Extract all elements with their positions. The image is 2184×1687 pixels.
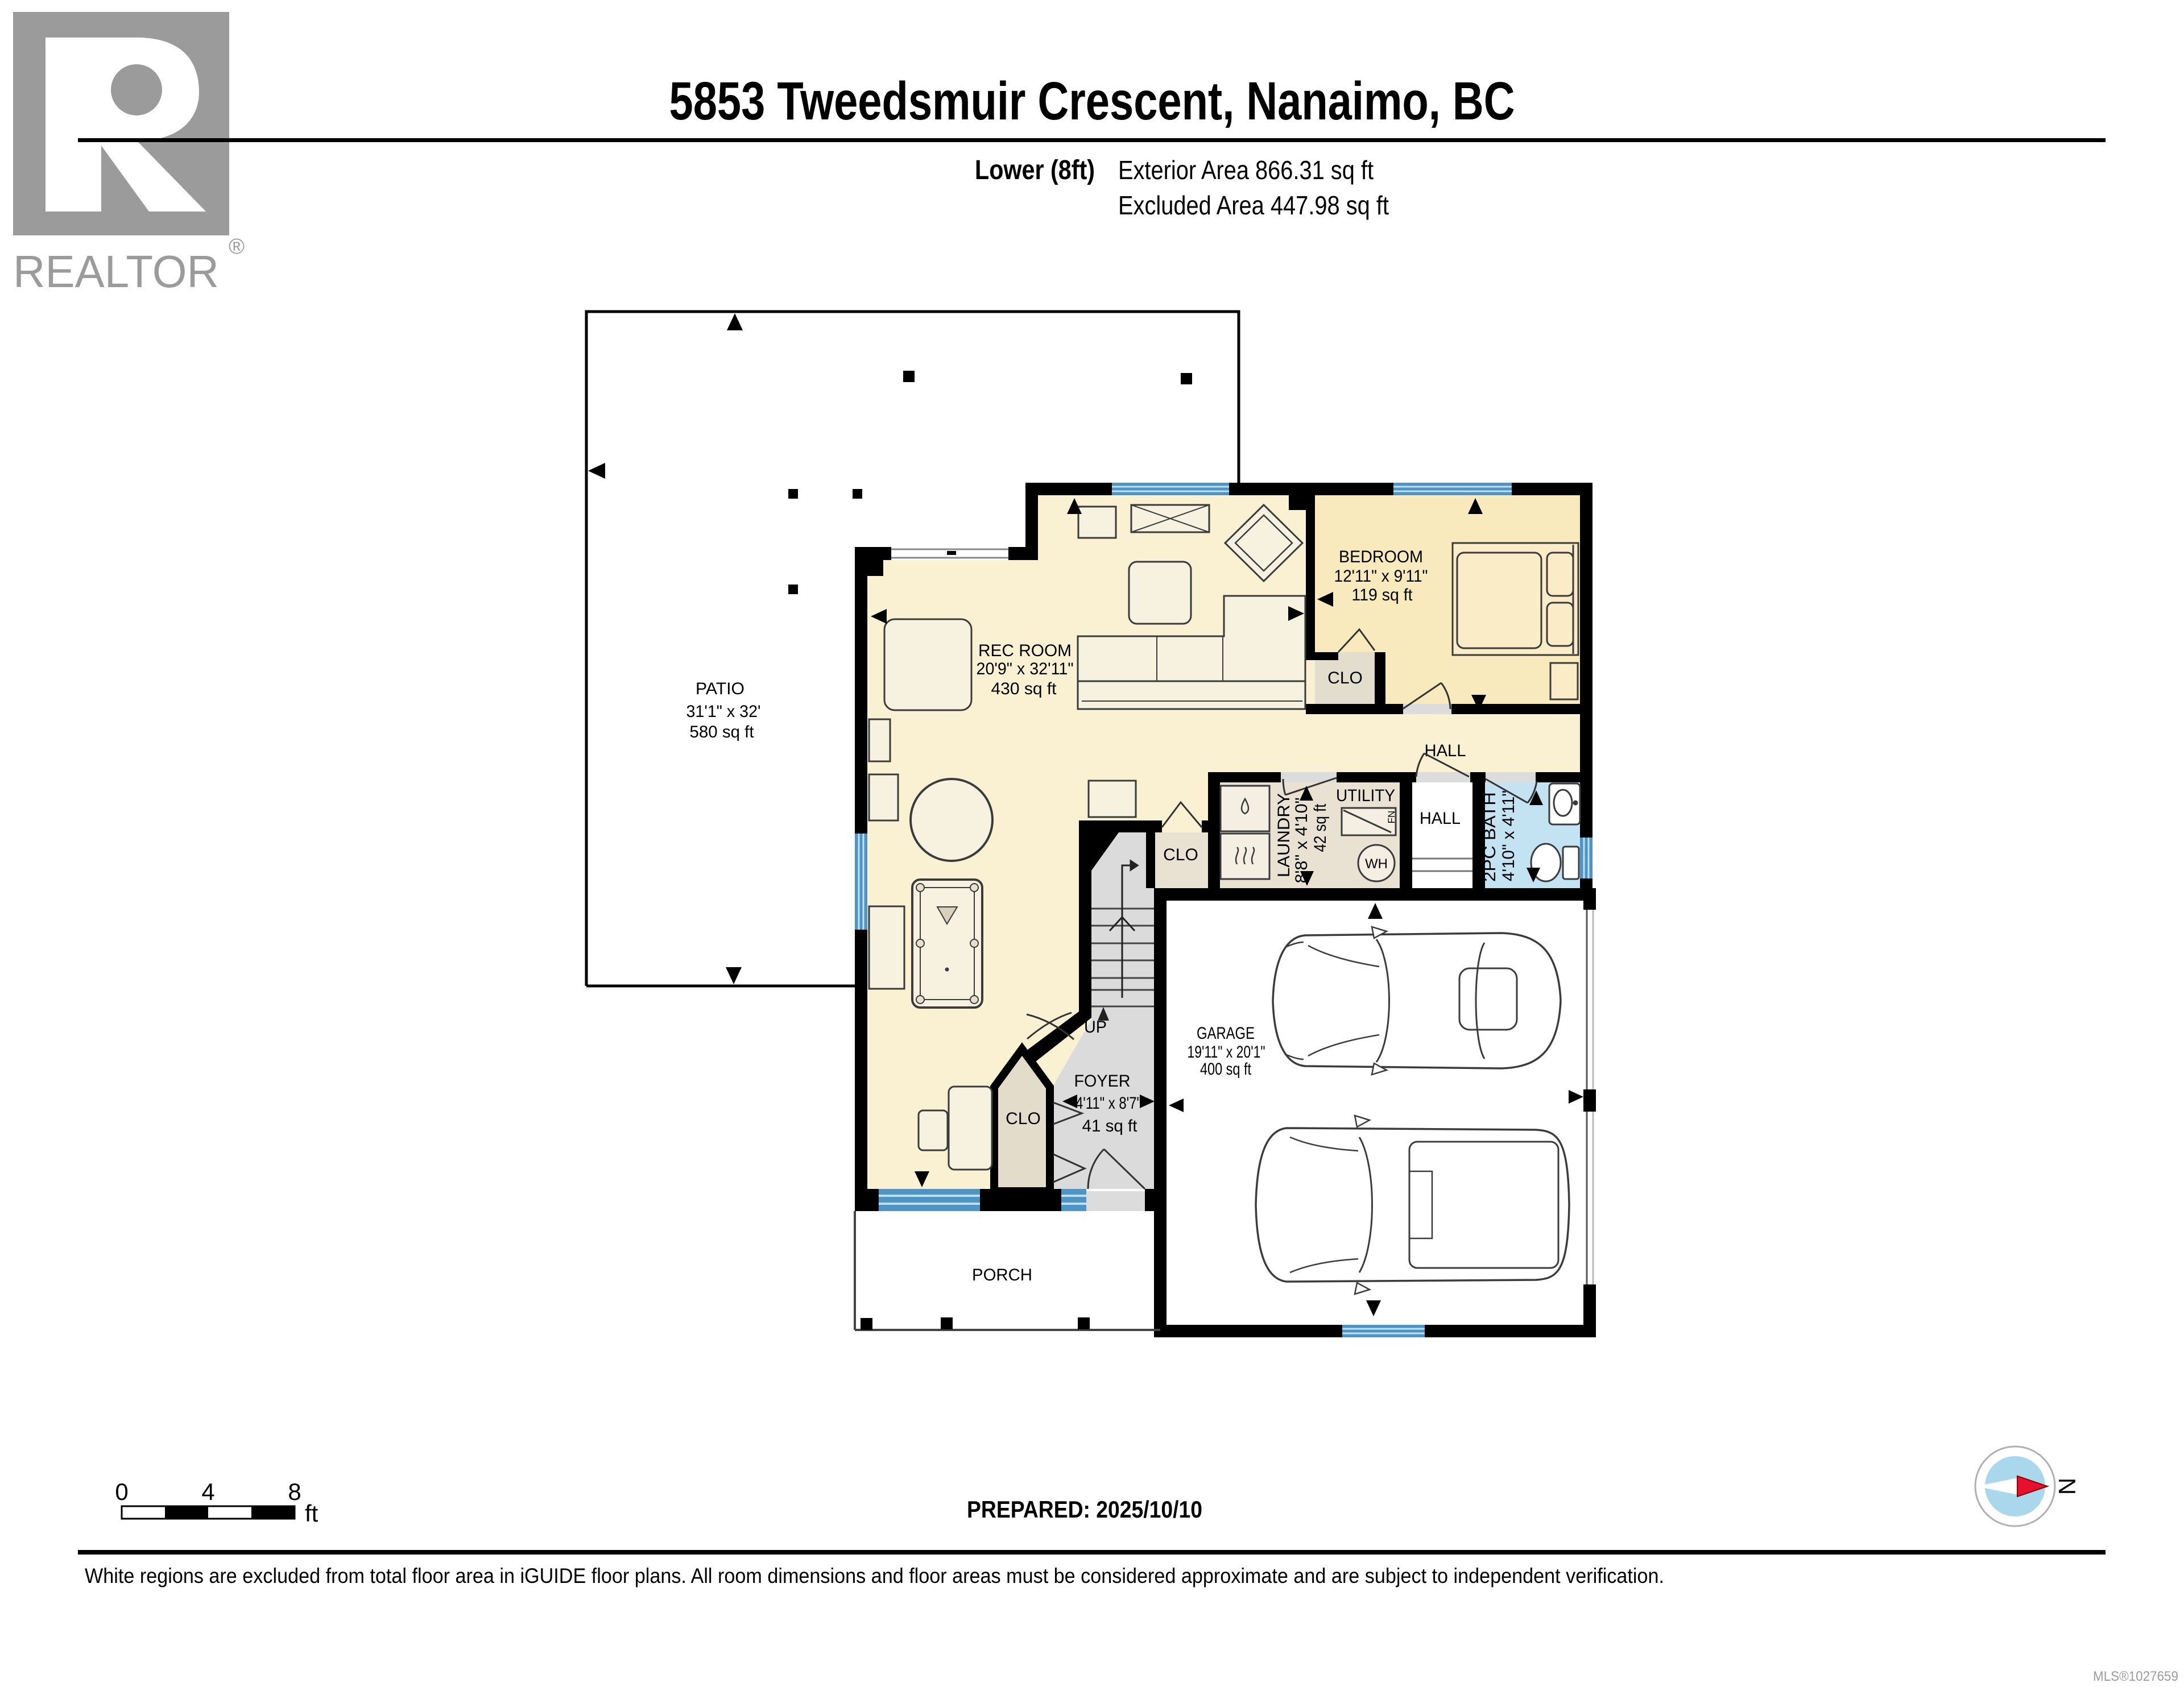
svg-text:20'9" x 32'11": 20'9" x 32'11" [977,660,1074,678]
svg-text:LAUNDRY: LAUNDRY [1275,793,1293,877]
svg-text:5853 Tweedsmuir Crescent, Nana: 5853 Tweedsmuir Crescent, Nanaimo, BC [669,71,1515,131]
svg-text:BEDROOM: BEDROOM [1339,548,1423,566]
svg-text:8: 8 [288,1478,301,1505]
svg-text:®: ® [229,235,245,259]
svg-text:UP: UP [1084,1018,1107,1037]
svg-text:Lower (8ft): Lower (8ft) [975,155,1095,185]
svg-text:N: N [2054,1478,2080,1495]
svg-text:CLO: CLO [1163,845,1198,864]
svg-text:580 sq ft: 580 sq ft [690,723,755,741]
svg-text:GARAGE: GARAGE [1197,1024,1255,1043]
svg-text:PORCH: PORCH [972,1266,1032,1284]
svg-text:CLO: CLO [1006,1109,1041,1128]
svg-text:19'11" x 20'1": 19'11" x 20'1" [1188,1043,1265,1062]
svg-text:12'11" x 9'11": 12'11" x 9'11" [1334,567,1428,586]
svg-text:8'8" x 4'10": 8'8" x 4'10" [1292,798,1311,884]
svg-text:Exterior Area 866.31 sq ft: Exterior Area 866.31 sq ft [1118,155,1374,185]
svg-text:400 sq ft: 400 sq ft [1200,1060,1252,1079]
svg-text:White regions are excluded fro: White regions are excluded from total fl… [85,1564,1664,1587]
svg-text:4'11" x 8'7": 4'11" x 8'7" [1076,1094,1141,1113]
svg-text:FN: FN [1386,811,1397,824]
svg-text:PATIO: PATIO [696,679,744,698]
svg-text:HALL: HALL [1420,809,1461,828]
svg-text:Excluded Area 447.98 sq ft: Excluded Area 447.98 sq ft [1118,190,1389,220]
svg-text:MLS®1027659: MLS®1027659 [2093,1669,2178,1684]
svg-text:430 sq ft: 430 sq ft [991,679,1057,698]
svg-text:31'1" x 32': 31'1" x 32' [686,702,761,721]
svg-text:UTILITY: UTILITY [1336,786,1395,805]
svg-text:0: 0 [115,1478,128,1505]
svg-text:4: 4 [201,1478,214,1505]
svg-text:2PC BATH: 2PC BATH [1480,792,1499,882]
svg-text:REC ROOM: REC ROOM [978,641,1072,660]
svg-text:42 sq ft: 42 sq ft [1311,803,1330,852]
svg-text:FOYER: FOYER [1074,1072,1131,1091]
svg-text:119 sq ft: 119 sq ft [1352,586,1413,604]
svg-text:CLO: CLO [1327,669,1363,687]
svg-text:PREPARED: 2025/10/10: PREPARED: 2025/10/10 [967,1496,1202,1523]
svg-text:REALTOR: REALTOR [13,246,219,297]
svg-text:ft: ft [305,1500,318,1527]
svg-text:4'10" x 4'11": 4'10" x 4'11" [1499,790,1518,881]
svg-text:41 sq ft: 41 sq ft [1082,1117,1138,1135]
svg-text:WH: WH [1365,856,1388,872]
